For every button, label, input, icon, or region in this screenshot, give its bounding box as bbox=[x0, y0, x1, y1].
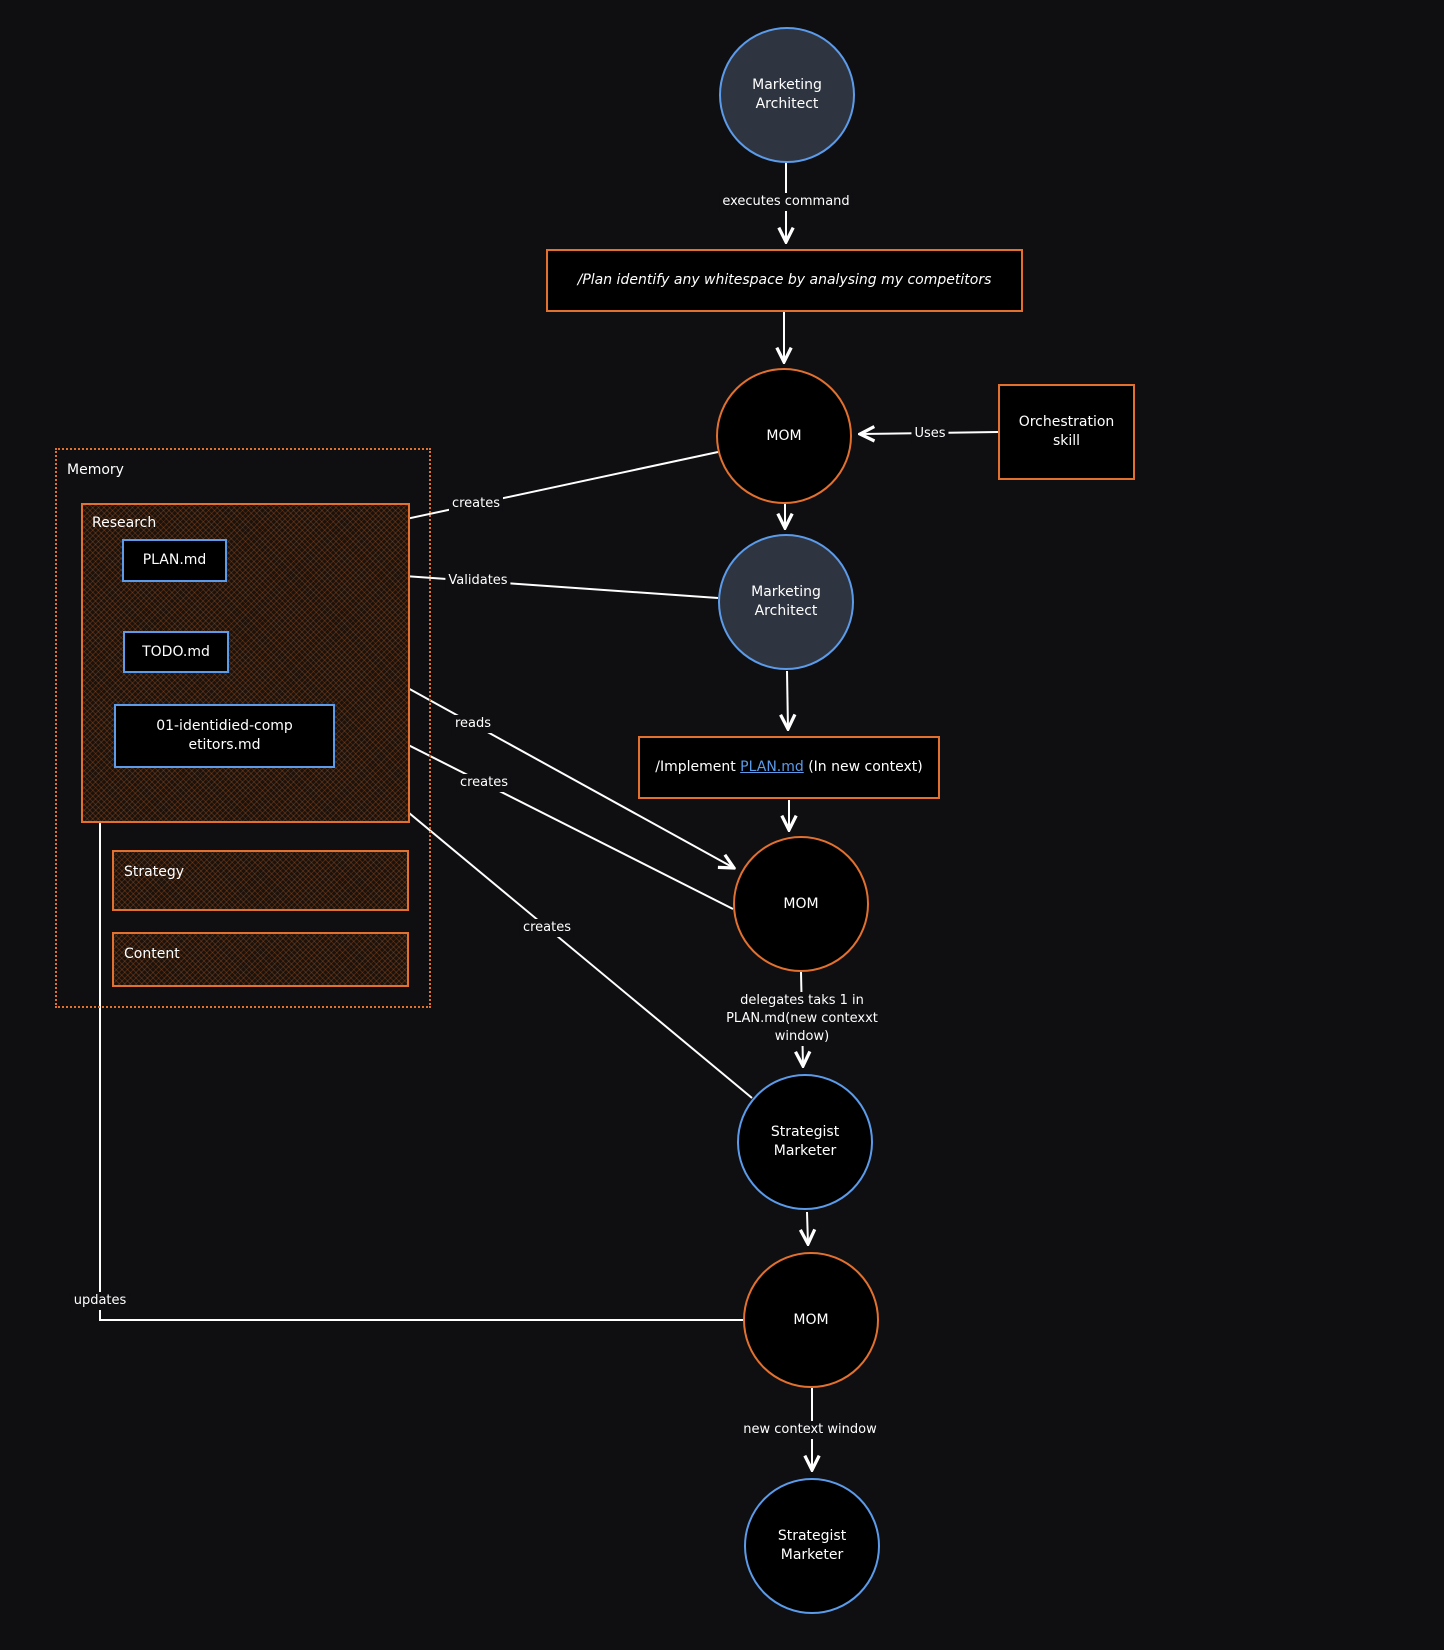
memory-container: Memory bbox=[55, 448, 431, 1008]
label-creates-plan: creates bbox=[448, 495, 504, 513]
label-reads: reads bbox=[451, 715, 495, 733]
mom-1-label: MOM bbox=[766, 427, 802, 444]
strategy-group: Strategy bbox=[112, 850, 409, 911]
strategist-marketer-node-2[interactable]: Strategist Marketer bbox=[744, 1478, 880, 1614]
label-validates: Validates bbox=[445, 572, 511, 590]
marketing-architect-node-top[interactable]: Marketing Architect bbox=[719, 27, 855, 163]
mom-node-3[interactable]: MOM bbox=[743, 1252, 879, 1388]
label-delegates: delegates taks 1 in PLAN.md(new contexxt… bbox=[694, 992, 910, 1046]
label-creates-todo: creates bbox=[456, 774, 512, 792]
edge-strategist-to-mom3 bbox=[807, 1211, 808, 1244]
plan-md-link[interactable]: PLAN.md bbox=[740, 759, 804, 775]
implement-command-box[interactable]: /Implement PLAN.md (In new context) bbox=[638, 736, 940, 799]
mom-3-label: MOM bbox=[793, 1311, 829, 1328]
architect-mid-label: Marketing Architect bbox=[751, 584, 821, 619]
research-title: Research bbox=[92, 515, 157, 531]
plan-command-label: /Plan identify any whitespace by analysi… bbox=[577, 272, 992, 288]
plan-md-file[interactable]: PLAN.md bbox=[122, 539, 227, 582]
mom-node-1[interactable]: MOM bbox=[716, 368, 852, 504]
label-executes-command: executes command bbox=[719, 193, 853, 211]
competitors-md-label: 01-identidied-competitors.md bbox=[156, 718, 293, 753]
mom-node-2[interactable]: MOM bbox=[733, 836, 869, 972]
label-uses: Uses bbox=[911, 425, 949, 443]
strategist-2-label: Strategist Marketer bbox=[777, 1528, 847, 1563]
edge-architect-to-implement bbox=[787, 670, 788, 729]
content-title: Content bbox=[124, 946, 180, 962]
strategist-marketer-node-1[interactable]: Strategist Marketer bbox=[737, 1074, 873, 1210]
label-creates-competitors: creates bbox=[519, 919, 575, 937]
memory-title: Memory bbox=[67, 462, 124, 478]
mom-2-label: MOM bbox=[783, 895, 819, 912]
plan-command-box[interactable]: /Plan identify any whitespace by analysi… bbox=[546, 249, 1023, 312]
implement-suffix: (In new context) bbox=[803, 759, 923, 775]
todo-md-label: TODO.md bbox=[142, 643, 210, 660]
plan-md-label: PLAN.md bbox=[142, 552, 207, 568]
strategist-1-label: Strategist Marketer bbox=[770, 1124, 840, 1159]
competitors-md-file[interactable]: 01-identidied-competitors.md bbox=[114, 704, 335, 768]
implement-label: /Implement PLAN.md (In new context) bbox=[655, 758, 923, 777]
todo-md-file[interactable]: TODO.md bbox=[123, 631, 229, 673]
orchestration-label: Orchestration skill bbox=[1018, 414, 1115, 449]
strategy-title: Strategy bbox=[124, 864, 184, 880]
content-group: Content bbox=[112, 932, 409, 987]
marketing-architect-node-mid[interactable]: Marketing Architect bbox=[718, 534, 854, 670]
label-updates: updates bbox=[70, 1292, 130, 1310]
label-new-context: new context window bbox=[740, 1421, 880, 1439]
orchestration-skill-box[interactable]: Orchestration skill bbox=[998, 384, 1135, 480]
architect-top-label: Marketing Architect bbox=[752, 77, 822, 112]
implement-prefix: /Implement bbox=[655, 759, 741, 775]
